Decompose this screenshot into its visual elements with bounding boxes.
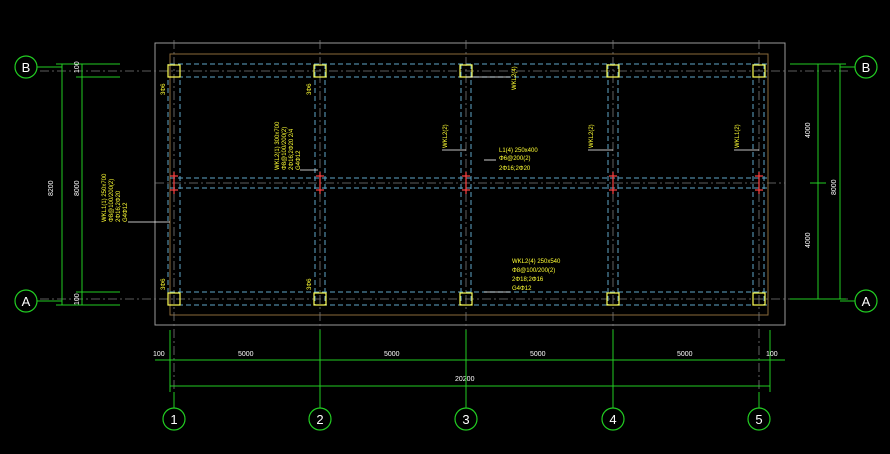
- dim-bottom-total: 20200: [455, 376, 475, 383]
- grid-label-a-right: A: [862, 294, 871, 309]
- rebar-marks: [170, 172, 763, 194]
- column-a5: [752, 292, 766, 306]
- axis-lines: [40, 40, 850, 405]
- column-a3: [459, 292, 473, 306]
- wkl1-line: Φ8@100/200(2): [109, 179, 115, 222]
- wkl2-bottom-line: 2Φ18;2Φ16: [512, 277, 544, 283]
- dimension-lines: [56, 63, 846, 392]
- col-mark-2: 3Φ6: [307, 83, 313, 95]
- dim-left-bottom: 100: [74, 293, 81, 305]
- grid-bubble-connectors: [37, 66, 855, 408]
- wkl2-bottom-line: WKL2(4) 250x540: [512, 259, 561, 265]
- l1-line: 2Φ16;2Φ20: [499, 166, 531, 172]
- wkl2-bottom-line: Φ8@100/200(2): [512, 268, 555, 274]
- dim-bottom-5: 100: [766, 351, 778, 358]
- wkl1-line: WKL1(1) 250x700: [102, 173, 108, 222]
- slab-outline: [154, 42, 786, 326]
- column-a4: [606, 292, 620, 306]
- col-mark-3: 3Φ6: [161, 278, 167, 290]
- dim-left-top: 100: [74, 61, 81, 73]
- dim-bottom-4: 5000: [677, 351, 693, 358]
- wkl2-left-line: WKL2(1) 300x700: [275, 121, 281, 170]
- l1-line: L1(4) 250x400: [499, 148, 538, 154]
- wkl2-left-line: Φ8@100/200(2): [282, 127, 288, 170]
- wkl2-bottom-line: G4Φ12: [512, 286, 532, 292]
- wkl2-left-line: G4Φ12: [296, 150, 302, 170]
- wkl1-line: 2Φ16;2Φ20: [116, 190, 122, 222]
- wkl2-mid2-label: WKL2(2): [589, 124, 595, 148]
- wkl2-top-label: WKL2(4): [512, 66, 518, 90]
- columns: [167, 64, 766, 306]
- grid-label-3: 3: [462, 412, 469, 427]
- grid-label-a-left: A: [22, 294, 31, 309]
- slab-inner-outline: [169, 53, 769, 316]
- grid-label-b-left: B: [22, 60, 31, 75]
- column-b4: [606, 64, 620, 78]
- wkl2-left-label: WKL2(1) 300x700 Φ8@100/200(2) 2Φ16;2Φ20 …: [275, 121, 302, 170]
- dim-left-inner: 8000: [74, 180, 81, 196]
- grid-label-4: 4: [609, 412, 616, 427]
- dim-right-lower: 4000: [805, 232, 812, 248]
- wkl2-mid1-label: WKL2(2): [443, 124, 449, 148]
- l1-label: L1(4) 250x400 Φ6@200(2) 2Φ16;2Φ20: [499, 148, 538, 172]
- col-mark-4: 3Φ6: [307, 278, 313, 290]
- dimension-texts: 100 5000 5000 5000 5000 100 20200 8200 8…: [48, 61, 838, 383]
- column-a2: [313, 292, 327, 306]
- wkl1-label: WKL1(1) 250x700 Φ8@100/200(2) 2Φ16;2Φ20 …: [102, 173, 129, 222]
- dim-bottom-3: 5000: [530, 351, 546, 358]
- dim-left-outer: 8200: [48, 180, 55, 196]
- l1-line: Φ6@200(2): [499, 156, 531, 162]
- dim-bottom-0: 100: [153, 351, 165, 358]
- grid-label-b-right: B: [862, 60, 871, 75]
- wkl2-bottom-label: WKL2(4) 250x540 Φ8@100/200(2) 2Φ18;2Φ16 …: [512, 259, 561, 292]
- column-b5: [752, 64, 766, 78]
- grid-label-2: 2: [316, 412, 323, 427]
- grid-label-1: 1: [170, 412, 177, 427]
- column-b2: [313, 64, 327, 78]
- dim-right-upper: 4000: [805, 122, 812, 138]
- column-a1: [167, 292, 181, 306]
- col-mark-1: 3Φ6: [161, 83, 167, 95]
- leader-lines: [128, 76, 759, 293]
- wkl-right-label: WKL1(2): [735, 124, 741, 148]
- wkl2-left-line: 2Φ16;2Φ20 2/4: [289, 128, 295, 170]
- grid-label-5: 5: [755, 412, 762, 427]
- dim-right-total: 8000: [831, 179, 838, 195]
- wkl1-line: G4Φ12: [123, 202, 129, 222]
- column-b1: [167, 64, 181, 78]
- grid-bubble-labels: B A B A 1 2 3 4 5: [22, 60, 871, 427]
- dim-bottom-2: 5000: [384, 351, 400, 358]
- annotations: 3Φ6 3Φ6 3Φ6 3Φ6 WKL1(1) 250x700 Φ8@100/2…: [102, 66, 741, 292]
- dim-bottom-1: 5000: [238, 351, 254, 358]
